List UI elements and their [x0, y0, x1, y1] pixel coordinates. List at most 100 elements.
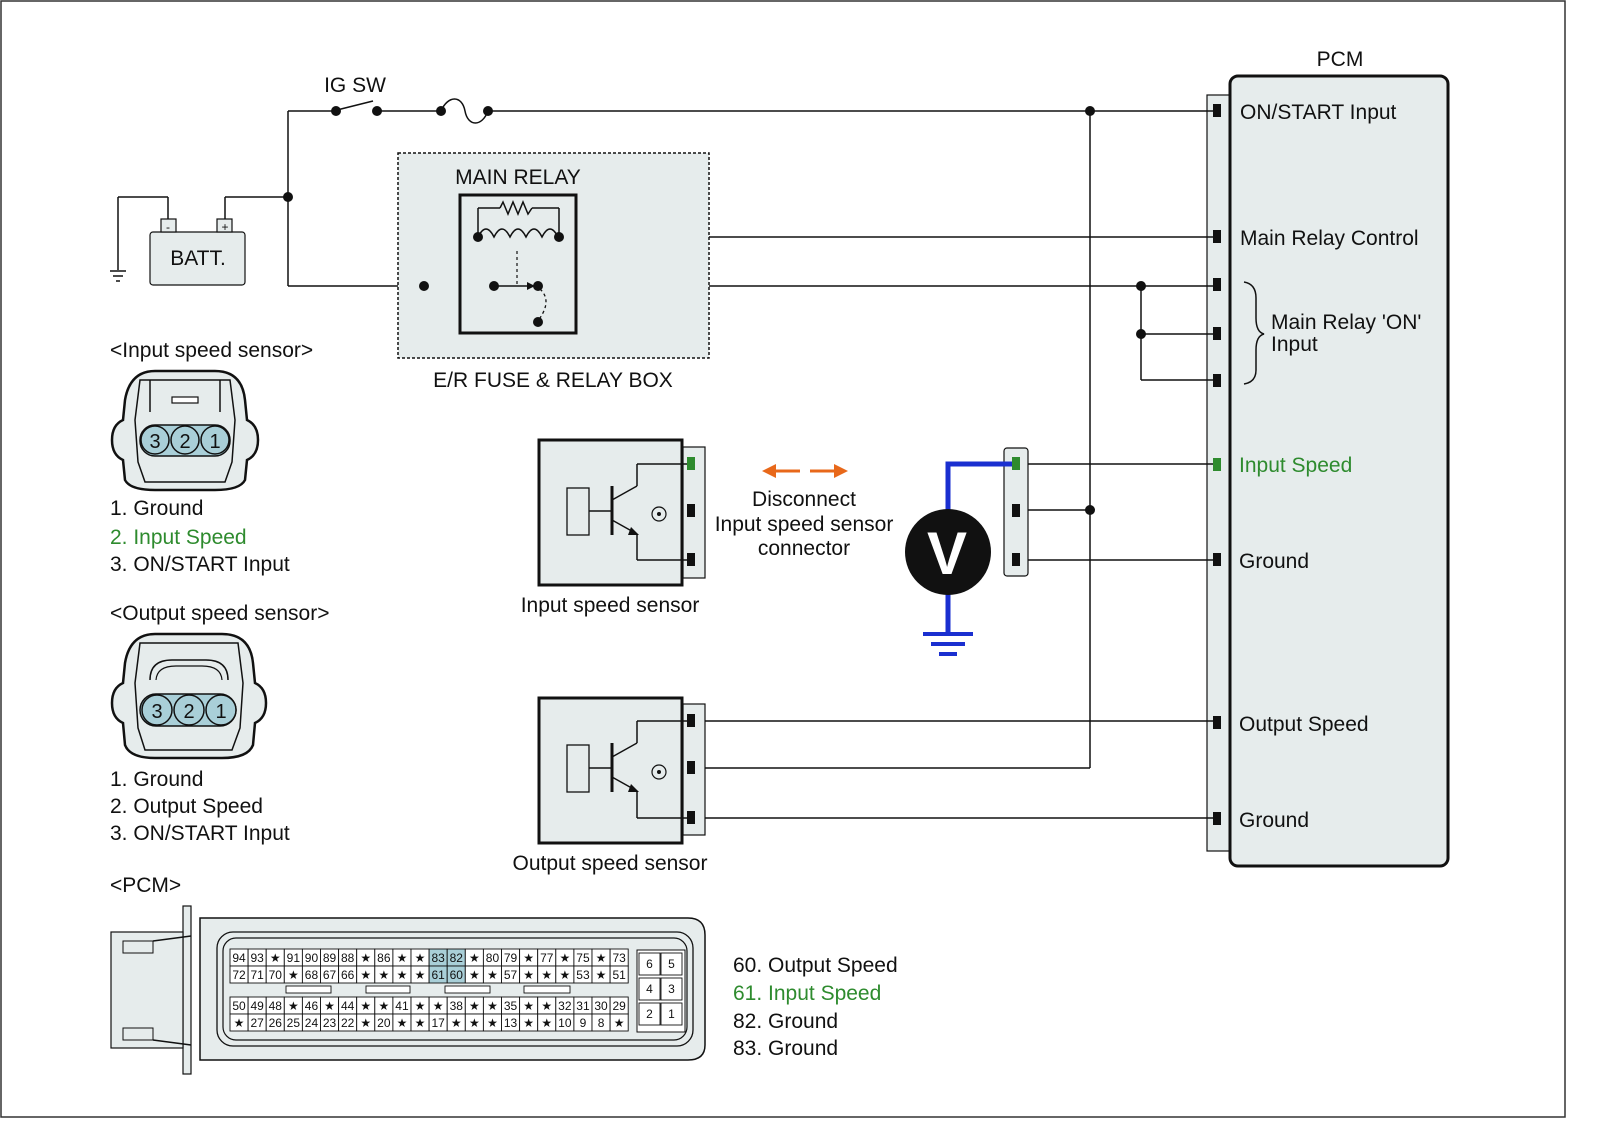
pcm-pin-label: 32: [558, 999, 572, 1013]
pcm-pin-label: 10: [558, 1016, 572, 1030]
pcm-pin-label: ★: [596, 968, 607, 982]
pcm-small-pin-cell: [638, 1002, 661, 1026]
pcm-pin-label: ★: [469, 968, 480, 982]
output-connector-pin-3: 3: [151, 701, 162, 723]
pcm-pin-label: 20: [377, 1016, 391, 1030]
fuse-relay-box: [397, 152, 710, 359]
pcm-pin-label: ★: [433, 999, 444, 1013]
pcm-pin-label: 53: [576, 968, 590, 982]
pcm-pin-label: 25: [287, 1016, 301, 1030]
pcm-pin-label: ★: [469, 951, 480, 965]
pcm-pin-label: 68: [305, 968, 319, 982]
pcm-pin-label: ★: [234, 1016, 245, 1030]
pcm-pin-label: 75: [576, 951, 590, 965]
pcm-pin-label: 9: [580, 1016, 587, 1030]
pcm-pin-label: 88: [341, 951, 355, 965]
pcm-pin-label: 31: [576, 999, 590, 1013]
output-connector-title: <Output speed sensor>: [110, 602, 330, 625]
input-connector-legend-2: 2. Input Speed: [110, 526, 247, 549]
pcm-pin-label: ★: [614, 1016, 625, 1030]
pcm-terminal-ground-1: Ground: [1239, 550, 1309, 573]
pcm-pin-label: ★: [523, 1016, 534, 1030]
pcm-legend-83: 83. Ground: [733, 1037, 838, 1060]
pcm-legend-61: 61. Input Speed: [733, 982, 881, 1005]
pcm-terminal-main-relay-control: Main Relay Control: [1240, 227, 1419, 250]
pcm-pin-label: 49: [250, 999, 264, 1013]
pcm-legend-60: 60. Output Speed: [733, 954, 898, 977]
pcm-pin-label: ★: [360, 1016, 371, 1030]
input-connector-legend-3: 3. ON/START Input: [110, 553, 290, 576]
pcm-connector-title: <PCM>: [110, 874, 181, 897]
input-connector-legend-1: 1. Ground: [110, 497, 203, 520]
pcm-pins: [1213, 104, 1221, 825]
pcm-key-slot: [444, 985, 491, 994]
pcm-pin-label: ★: [415, 968, 426, 982]
input-connector-title: <Input speed sensor>: [110, 339, 313, 362]
output-connector-pin-2: 2: [183, 701, 194, 723]
pcm-pin-label: 46: [305, 999, 319, 1013]
pcm-pin-cell: [609, 1013, 629, 1032]
pcm-pin-label: ★: [487, 968, 498, 982]
pcm-small-pin-label: 4: [646, 982, 653, 996]
pcm-pin-label: 89: [323, 951, 337, 965]
main-relay-label: MAIN RELAY: [455, 166, 581, 189]
input-connector-pin-3: 3: [149, 431, 160, 453]
pcm-pin-label: 44: [341, 999, 355, 1013]
output-connector-pin-1: 1: [215, 701, 226, 723]
main-relay-coil: [419, 200, 564, 327]
pcm-small-pin-cell: [638, 977, 661, 1001]
pcm-terminal-input-speed: Input Speed: [1239, 454, 1352, 477]
battery-label: BATT.: [170, 247, 226, 270]
pcm-pin-label: ★: [469, 1016, 480, 1030]
disconnect-arrows: [762, 464, 848, 478]
pcm-pin-label: 17: [431, 1016, 445, 1030]
pcm-pin-label: 35: [504, 999, 518, 1013]
input-sensor-label: Input speed sensor: [521, 594, 700, 617]
input-speed-sensor: [537, 438, 706, 587]
pcm-pin-label: 26: [269, 1016, 283, 1030]
pcm-pin-label: ★: [541, 1016, 552, 1030]
pcm-key-slot: [523, 985, 571, 994]
pcm-pin-label: 23: [323, 1016, 337, 1030]
pcm-pin-label: 29: [612, 999, 626, 1013]
pcm-small-pin-cell: [660, 952, 683, 976]
voltmeter-v: V: [927, 520, 967, 587]
output-connector-legend-3: 3. ON/START Input: [110, 822, 290, 845]
harness-connector: [1003, 447, 1029, 577]
pcm-pin-label: ★: [541, 999, 552, 1013]
pcm-pin-label: ★: [288, 999, 299, 1013]
pcm-box: [1228, 74, 1450, 868]
pcm-small-pin-cell: [660, 1002, 683, 1026]
pcm-pin-cell: [609, 965, 629, 984]
brace-main-relay-on: [1243, 281, 1265, 385]
pcm-pin-label: ★: [360, 999, 371, 1013]
disconnect-text-1: Disconnect: [752, 488, 856, 511]
ig-sw-label: IG SW: [324, 74, 386, 97]
pcm-pin-label: ★: [397, 1016, 408, 1030]
input-connector-pin-1: 1: [209, 431, 220, 453]
pcm-pin-label: 70: [269, 968, 283, 982]
output-connector-legend-2: 2. Output Speed: [110, 795, 263, 818]
pcm-pin-label: ★: [415, 1016, 426, 1030]
pcm-terminal-main-relay-on: Main Relay 'ON': [1271, 311, 1421, 334]
pcm-pin-label: 27: [250, 1016, 264, 1030]
pcm-pin-label: 51: [612, 968, 626, 982]
pcm-pin-label: 24: [305, 1016, 319, 1030]
main-relay-box: [458, 193, 578, 335]
pcm-pin-label: ★: [523, 999, 534, 1013]
fuse-box-label: E/R FUSE & RELAY BOX: [433, 369, 673, 392]
pcm-pin-label: 86: [377, 951, 391, 965]
pcm-pin-label: 66: [341, 968, 355, 982]
pcm-pin-label: 79: [504, 951, 518, 965]
pcm-pin-label: 13: [504, 1016, 518, 1030]
pcm-small-pin-label: 1: [668, 1007, 675, 1021]
pcm-terminal-ground-2: Ground: [1239, 809, 1309, 832]
pcm-pin-label: 41: [395, 999, 409, 1013]
pcm-pin-label: ★: [288, 968, 299, 982]
pcm-pin-label: 48: [269, 999, 283, 1013]
pcm-pin-label: ★: [270, 951, 281, 965]
output-speed-sensor: [537, 696, 706, 845]
pcm-pin-label: ★: [324, 999, 335, 1013]
